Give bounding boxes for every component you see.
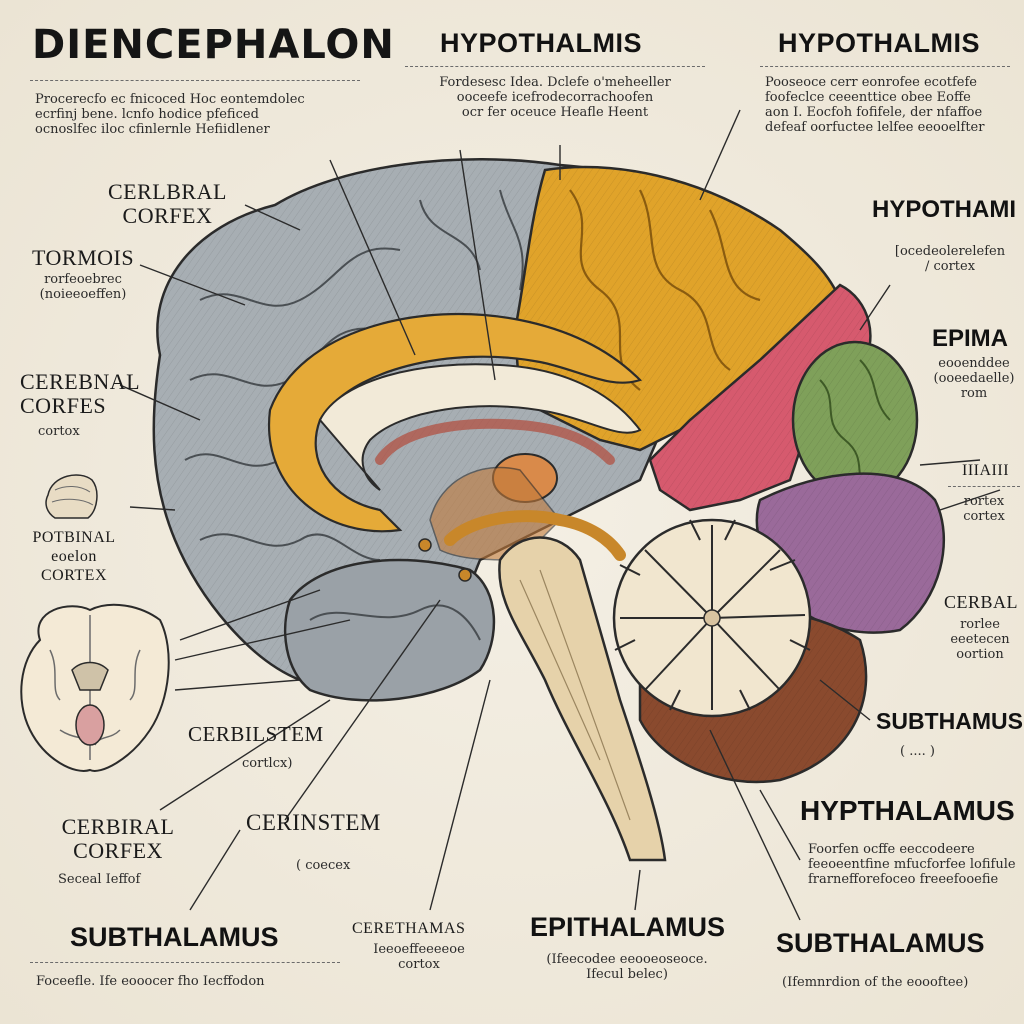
- divider-rule: [30, 80, 360, 81]
- label-line: CERLBRAL: [108, 179, 227, 204]
- hypthalamus-description: Foorfen ocffe eeccodeere feeoeentfine mf…: [808, 842, 1016, 887]
- cerbal-description: rorlee eeetecen oortion: [938, 617, 1022, 662]
- green-lobe-region: [791, 340, 919, 500]
- cerethamas-description: Ieeoeffeeeeoe cortox: [352, 942, 486, 972]
- thalamus-small-icon: [45, 474, 98, 519]
- label-line: CORFES: [20, 393, 107, 418]
- desc-line: rorfeoebrec: [44, 272, 122, 287]
- divider-rule: [405, 66, 705, 67]
- label-potbinal-cortex: POTBINAL eoelon CORTEX: [24, 528, 124, 585]
- desc-line: [ocedeolerelefen: [894, 244, 1006, 259]
- label-epima: EPIMA: [932, 325, 1009, 352]
- desc-line: Fordesesc Idea. Dclefe o'meheeller: [439, 75, 671, 90]
- desc-line: cortox: [398, 957, 440, 972]
- desc-line: Ieeoeffeeeeoe: [373, 942, 465, 957]
- desc-line: (ooeedaelle): [933, 371, 1015, 386]
- label-line: CORFEX: [122, 203, 213, 228]
- desc-line: (Ifeecodee eeooeoseoce.: [546, 952, 708, 967]
- label-hypothalmis-top: HYPOTHALMIS: [440, 28, 643, 58]
- desc-line: defeaf oorfuctee lelfee eeooelfter: [765, 120, 985, 135]
- desc-line: cortex: [963, 509, 1005, 524]
- label-cerebral-cortex-top: CERLBRAL CORFEX: [108, 180, 227, 228]
- label-diencephalon: DIENCEPHALON: [32, 22, 395, 68]
- label-line: CORFEX: [73, 838, 163, 863]
- cerbilstem-description: cortlcx): [242, 756, 293, 771]
- label-tormois: TORMOIS: [32, 245, 135, 270]
- label-line: CORTEX: [40, 567, 108, 584]
- label-hypthalamus: HYPTHALAMUS: [800, 795, 1015, 826]
- desc-line: ocr fer oceuce Heafle Heent: [461, 105, 649, 120]
- label-right-mid: IIIAIII: [962, 462, 1010, 479]
- label-cerbiral-cortex: CERBIRAL CORFEX: [48, 815, 188, 863]
- label-line: eoelon: [51, 548, 97, 565]
- label-line: POTBINAL: [32, 529, 116, 546]
- label-epithalamus: EPITHALAMUS: [530, 912, 725, 942]
- desc-line: / cortex: [924, 259, 976, 274]
- desc-line: rortex: [963, 494, 1005, 509]
- label-hypothami-right: HYPOTHAMI: [872, 196, 1016, 223]
- hypothalmis-top-description: Fordesesc Idea. Dclefe o'meheeller oocee…: [400, 75, 710, 120]
- desc-line: oortion: [956, 647, 1004, 662]
- label-cerethamas: CERETHAMAS: [352, 920, 466, 937]
- desc-line: rom: [960, 386, 988, 401]
- desc-line: (noieeoeffen): [39, 287, 127, 302]
- cerebral-cortex-mid-description: cortox: [38, 424, 80, 439]
- desc-line: Procerecfo ec fnicoced Hoc eontemdolec: [35, 92, 305, 107]
- cerbiral-cortex-description: Seceal Ieffof: [58, 872, 141, 887]
- desc-line: Ifecul belec): [586, 967, 668, 982]
- subthamus-description: ( .... ): [900, 744, 935, 759]
- desc-line: foofeclce ceeenttice obee Eoffe: [765, 90, 971, 105]
- divider-rule: [30, 962, 340, 963]
- label-hypothalmis-right: HYPOTHALMIS: [778, 28, 981, 58]
- divider-rule: [948, 486, 1020, 487]
- subthalamus-right-description: (Ifemnrdion of the eoooftee): [782, 975, 969, 990]
- label-cerinstem: CERINSTEM: [246, 810, 381, 835]
- tormois-description: rorfeoebrec (noieeoeffen): [28, 272, 138, 302]
- temporal-lobe-gray: [284, 558, 496, 702]
- diencephalon-description: Procerecfo ec fnicoced Hoc eontemdolec e…: [35, 92, 305, 137]
- label-subthalamus-left: SUBTHALAMUS: [70, 922, 279, 952]
- desc-line: Pooseoce cerr eonrofee ecotfefe: [765, 75, 978, 90]
- hypothami-right-description: [ocedeolerelefen / cortex: [880, 244, 1020, 274]
- cerinstem-description: ( coecex: [296, 858, 351, 873]
- desc-line: rorlee: [960, 617, 1000, 632]
- subthalamus-left-description: Foceefle. Ife eooocer fho Iecffodon: [36, 974, 265, 989]
- divider-rule: [760, 66, 1010, 67]
- desc-line: frarnefforefoceo freeefooefie: [808, 872, 999, 887]
- leader-lines: [119, 109, 1001, 921]
- desc-line: eooenddee: [938, 356, 1010, 371]
- label-cerbilstem: CERBILSTEM: [188, 722, 324, 746]
- inset-brain-cross-section: [20, 603, 170, 772]
- desc-line: ocnoslfec iloc cfinlernle Hefiidlener: [35, 122, 270, 137]
- hypothalmis-right-description: Pooseoce cerr eonrofee ecotfefe foofeclc…: [765, 75, 984, 135]
- label-line: CEREBNAL: [20, 369, 141, 394]
- brainstem: [418, 510, 667, 862]
- epima-description: eooenddee (ooeedaelle) rom: [925, 356, 1023, 401]
- cerebellum-arbor-vitae: [612, 518, 812, 718]
- desc-line: eeetecen: [950, 632, 1010, 647]
- desc-line: ooceefe icefrodecorrachoofen: [456, 90, 654, 105]
- desc-line: Foorfen ocffe eeccodeere: [808, 842, 975, 857]
- label-cerbal: CERBAL: [944, 592, 1019, 612]
- label-subthamus: SUBTHAMUS: [876, 708, 1023, 734]
- desc-line: aon I. Eocfoh fofifele, der nfaffoe: [765, 105, 983, 120]
- label-subthalamus-right: SUBTHALAMUS: [776, 928, 985, 958]
- corpus-callosum-yellow: [267, 312, 643, 533]
- desc-line: ecrfinj bene. lcnfo hodice pfeficed: [35, 107, 259, 122]
- label-cerebral-cortex-mid: CEREBNAL CORFES: [20, 370, 140, 418]
- epithalamus-description: (Ifeecodee eeooeoseoce. Ifecul belec): [522, 952, 732, 982]
- right-mid-description: rortex cortex: [945, 494, 1023, 524]
- label-line: CERBIRAL: [61, 814, 175, 839]
- desc-line: feeoeentfine mfucforfee lofifule: [808, 857, 1016, 872]
